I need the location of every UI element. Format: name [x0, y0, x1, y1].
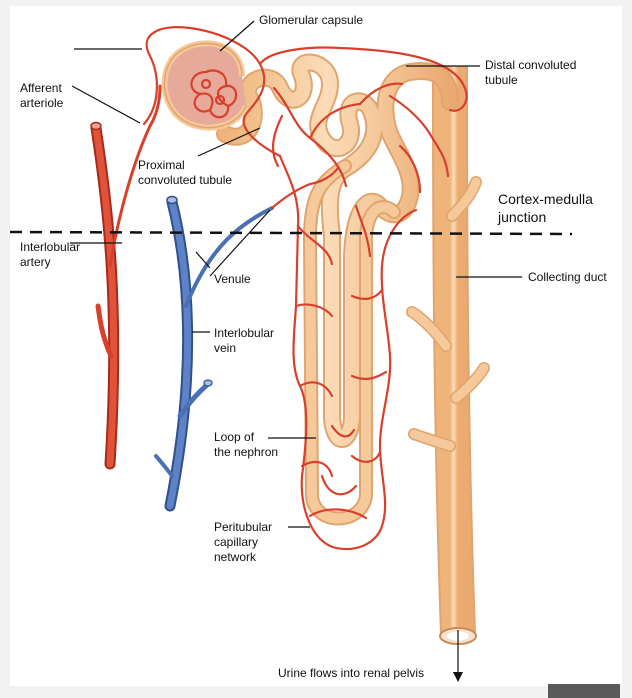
- cortex-medulla-line: [10, 230, 573, 236]
- interlobular-artery: [90, 121, 120, 470]
- label-afferent-arteriole: Afferent arteriole: [20, 81, 64, 110]
- interlobular-vein: [154, 195, 274, 512]
- nephron-diagram: [10, 20, 573, 682]
- urine-flow-arrowhead: [453, 672, 463, 682]
- glomerulus: [161, 40, 249, 131]
- collecting-duct: [406, 65, 490, 645]
- leader-lines: [70, 20, 522, 678]
- label-distal-convoluted-tubule: Distal convoluted tubule: [485, 58, 577, 87]
- label-urine-flows: Urine flows into renal pelvis: [278, 666, 425, 680]
- label-interlobular-artery: Interlobular artery: [20, 240, 81, 269]
- label-glomerular-capsule: Glomerular capsule: [259, 13, 364, 27]
- label-proximal-convoluted-tubule: Proximal convoluted tubule: [138, 158, 233, 187]
- nephron-figure: Glomerular capsule Distal convoluted tub…: [10, 6, 622, 686]
- label-interlobular-vein: Interlobular vein: [214, 326, 275, 355]
- scrollbar-thumb[interactable]: [548, 684, 620, 698]
- afferent-arteriole: [108, 84, 162, 268]
- label-peritubular-capillary-network: Peritubular capillary network: [214, 520, 273, 564]
- peritubular-capillary-network: [142, 26, 468, 551]
- label-collecting-duct: Collecting duct: [528, 270, 607, 284]
- nephron-tubule: [216, 53, 459, 526]
- label-cortex-medulla-junction: Cortex-medulla junction: [498, 191, 593, 225]
- label-venule: Venule: [214, 272, 251, 286]
- label-loop-of-the-nephron: Loop of the nephron: [214, 430, 279, 459]
